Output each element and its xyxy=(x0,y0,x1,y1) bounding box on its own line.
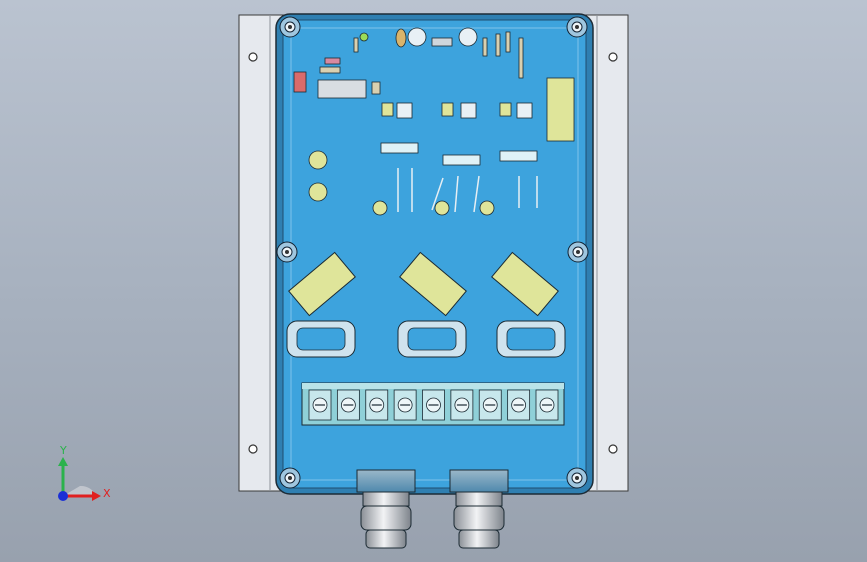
screw-top-right xyxy=(566,16,588,38)
x-axis-label: X xyxy=(103,487,111,500)
terminal-screw[interactable] xyxy=(365,389,389,421)
enclosure-screws xyxy=(276,16,589,489)
terminal-screw[interactable] xyxy=(336,389,360,421)
origin-dot xyxy=(58,491,68,501)
pcb-components xyxy=(293,27,575,216)
power-module-1 xyxy=(288,251,356,317)
power-module-3 xyxy=(491,251,559,317)
terminal-screw[interactable] xyxy=(422,389,445,421)
toroid-1 xyxy=(286,320,356,358)
toroid-2 xyxy=(397,320,467,358)
screw-mid-left xyxy=(276,241,298,263)
screw-bottom-right xyxy=(566,467,588,489)
screw-top-left xyxy=(279,16,301,38)
terminal-screw[interactable] xyxy=(308,389,332,421)
y-axis-arrowhead xyxy=(58,457,68,466)
terminal-screw[interactable] xyxy=(507,389,531,421)
terminal-screw[interactable] xyxy=(535,389,559,421)
enclosure-body[interactable] xyxy=(275,13,594,495)
terminal-screw[interactable] xyxy=(478,389,502,421)
y-axis-label: Y xyxy=(59,444,67,457)
screw-mid-right xyxy=(567,241,589,263)
power-modules[interactable] xyxy=(288,251,559,317)
coordinate-triad: Y X xyxy=(58,444,111,501)
cable-gland-left xyxy=(356,469,416,549)
cable-gland-right xyxy=(449,469,509,549)
x-axis-arrowhead xyxy=(92,491,101,501)
power-module-2 xyxy=(399,251,467,317)
pcb-leads xyxy=(397,168,538,213)
mounting-holes xyxy=(248,52,618,454)
screw-bottom-left xyxy=(279,467,301,489)
terminal-screw[interactable] xyxy=(393,389,417,421)
terminal-screw[interactable] xyxy=(450,389,474,421)
toroid-3 xyxy=(496,320,566,358)
cable-glands[interactable] xyxy=(356,469,509,549)
toroid-inductors xyxy=(286,320,566,358)
